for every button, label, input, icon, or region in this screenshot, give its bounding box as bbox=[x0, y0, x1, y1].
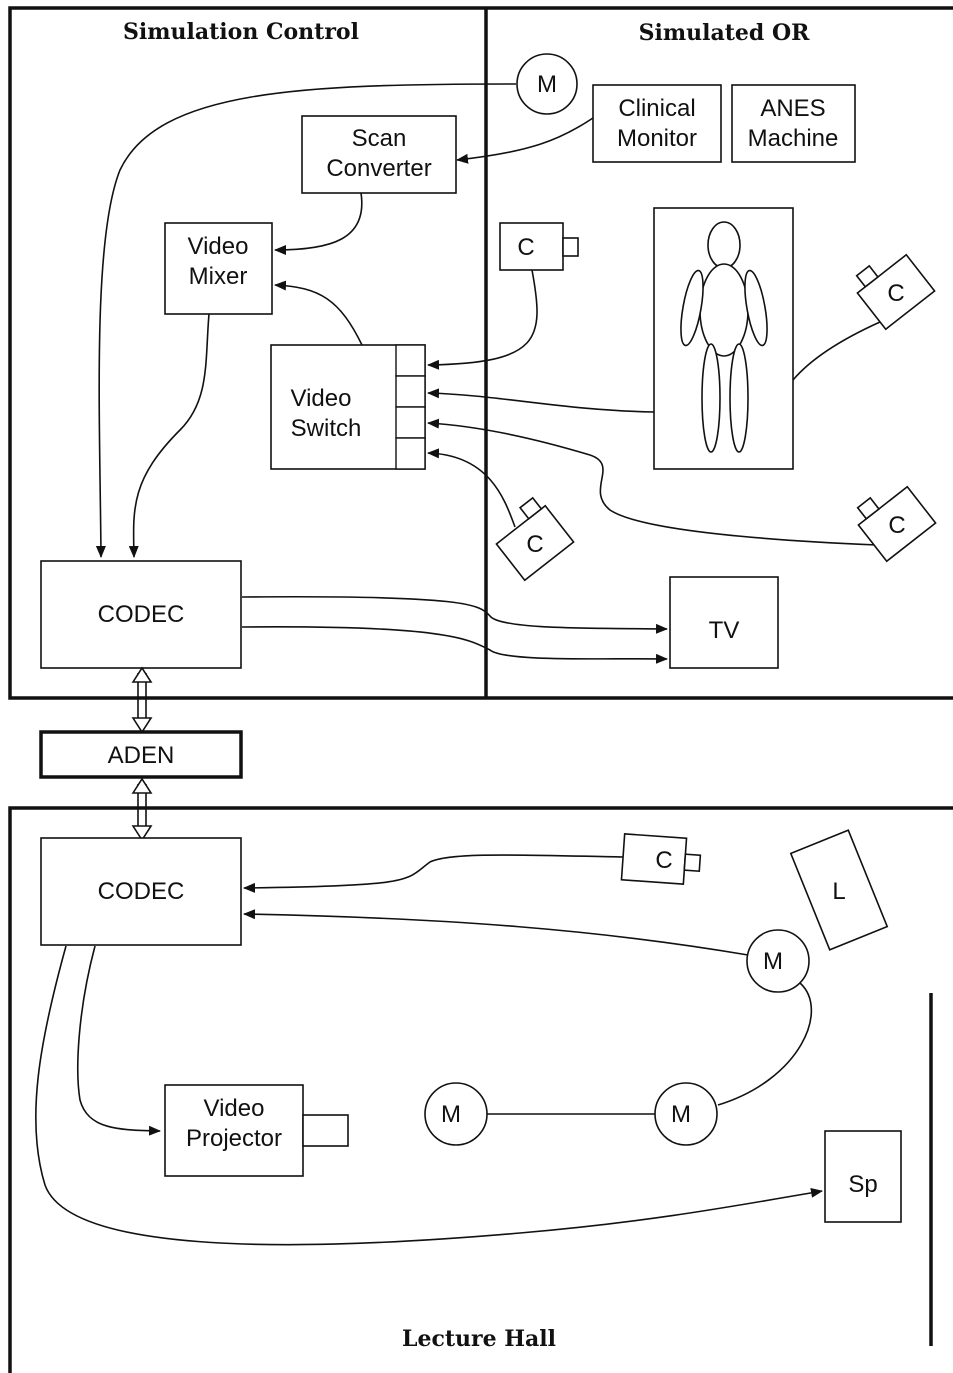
aden-network: ADEN bbox=[39, 730, 243, 779]
speaker: Sp bbox=[824, 1130, 902, 1223]
camera-or-top-label: C bbox=[517, 234, 534, 261]
video-switch-label-1: Video bbox=[291, 385, 352, 412]
codec-simulation-label: CODEC bbox=[98, 601, 185, 628]
camera-lecture: C bbox=[620, 833, 702, 885]
tv-monitor: TV bbox=[669, 576, 779, 669]
simulation-room-walls bbox=[8, 6, 953, 700]
speaker-label: Sp bbox=[848, 1171, 877, 1198]
microphone-lecture-left-label: M bbox=[441, 1101, 461, 1128]
lecture-hall-walls bbox=[8, 806, 953, 1373]
patient-figure-icon bbox=[680, 221, 768, 453]
scan-converter: Scan Converter bbox=[301, 115, 457, 194]
video-mixer: Video Mixer bbox=[164, 222, 273, 315]
codec-lecture: CODEC bbox=[40, 837, 242, 946]
clinical-monitor-label-2: Monitor bbox=[617, 125, 697, 152]
clinical-monitor: Clinical Monitor bbox=[592, 84, 722, 163]
scan-converter-label-2: Converter bbox=[326, 155, 431, 182]
microphone-lecture-right-label: M bbox=[763, 948, 783, 975]
lecture-hall-wiring bbox=[34, 854, 823, 1246]
video-mixer-label-2: Mixer bbox=[189, 263, 248, 290]
aden-label: ADEN bbox=[108, 742, 175, 769]
clinical-monitor-label-1: Clinical bbox=[618, 95, 695, 122]
anes-machine-label-1: ANES bbox=[760, 95, 825, 122]
microphone-lecture-center-label: M bbox=[671, 1101, 691, 1128]
microphone-lecture-right: M bbox=[746, 929, 810, 993]
video-switch: Video Switch bbox=[270, 344, 426, 470]
simulation-wiring bbox=[95, 83, 881, 664]
tv-label: TV bbox=[709, 617, 740, 644]
switch-port-3 bbox=[395, 406, 426, 439]
microphone-or-label: M bbox=[537, 71, 557, 98]
camera-or-bottom-label: C bbox=[526, 531, 543, 558]
anes-machine-label-2: Machine bbox=[748, 125, 839, 152]
microphone-or: M bbox=[516, 53, 578, 115]
video-mixer-label-1: Video bbox=[188, 233, 249, 260]
camera-or-right: C bbox=[855, 253, 936, 331]
anes-machine: ANES Machine bbox=[731, 84, 856, 163]
camera-or-top: C bbox=[499, 222, 579, 271]
simulation-control-title: Simulation Control bbox=[123, 19, 359, 45]
video-projector-label-1: Video bbox=[204, 1095, 265, 1122]
lecture-hall-title: Lecture Hall bbox=[402, 1326, 556, 1352]
light: L bbox=[789, 829, 889, 951]
aden-link-lower bbox=[131, 777, 153, 842]
switch-port-2 bbox=[395, 375, 426, 408]
switch-port-1 bbox=[395, 344, 426, 377]
simulated-or-title: Simulated OR bbox=[639, 20, 810, 46]
video-projector: Video Projector bbox=[164, 1084, 349, 1177]
light-label: L bbox=[832, 878, 845, 905]
codec-lecture-label: CODEC bbox=[98, 878, 185, 905]
codec-simulation: CODEC bbox=[40, 560, 242, 669]
microphone-lecture-center: M bbox=[654, 1082, 718, 1146]
camera-or-right-label: C bbox=[887, 280, 904, 307]
camera-or-bottom: C bbox=[495, 496, 575, 582]
video-switch-label-2: Switch bbox=[291, 415, 362, 442]
camera-lecture-label: C bbox=[655, 847, 672, 874]
patient-table bbox=[653, 207, 794, 470]
camera-or-lower-right: C bbox=[856, 485, 937, 563]
scan-converter-label-1: Scan bbox=[352, 125, 407, 152]
microphone-lecture-left: M bbox=[424, 1082, 488, 1146]
switch-port-4 bbox=[395, 437, 426, 470]
aden-link-upper bbox=[131, 666, 153, 734]
video-projector-label-2: Projector bbox=[186, 1125, 282, 1152]
camera-or-lower-right-label: C bbox=[888, 512, 905, 539]
